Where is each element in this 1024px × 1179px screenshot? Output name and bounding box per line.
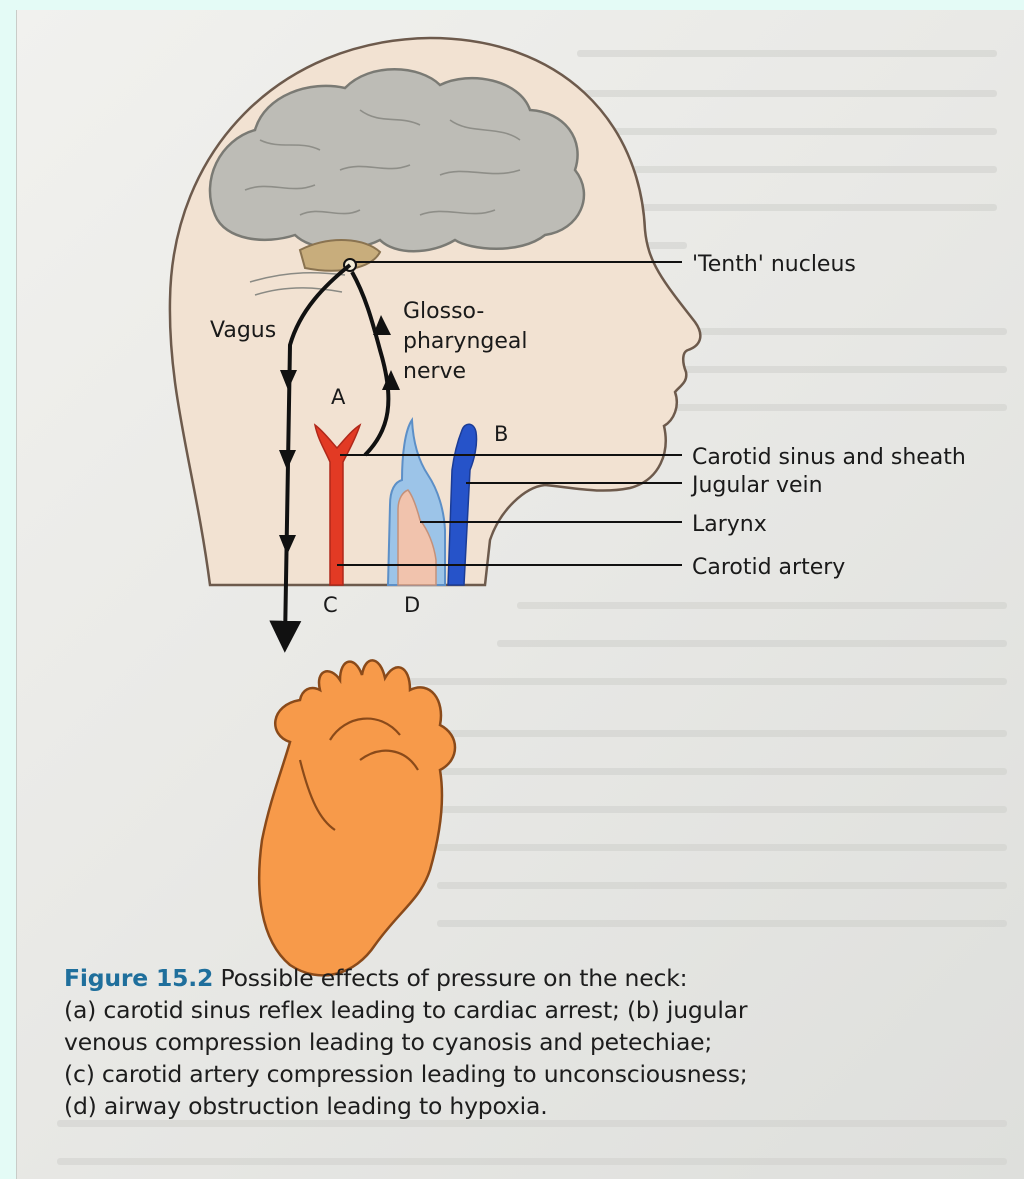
label-letter-a: A: [331, 385, 346, 409]
caption-line-1: Figure 15.2 Possible effects of pressure…: [64, 962, 1014, 994]
label-jugular-vein: Jugular vein: [690, 473, 823, 498]
label-letter-c: C: [323, 593, 338, 617]
label-glosso-line2: pharyngeal: [403, 329, 528, 354]
label-vagus: Vagus: [210, 318, 276, 343]
label-letter-d: D: [404, 593, 420, 617]
label-tenth-nucleus: 'Tenth' nucleus: [692, 252, 856, 277]
label-letter-b: B: [494, 422, 508, 446]
caption-line-3: venous compression leading to cyanosis a…: [64, 1026, 1014, 1058]
figure-caption: Figure 15.2 Possible effects of pressure…: [64, 962, 1014, 1122]
caption-intro: Possible effects of pressure on the neck…: [220, 964, 687, 992]
label-carotid-sinus: Carotid sinus and sheath: [692, 445, 966, 470]
figure-number: Figure 15.2: [64, 964, 213, 992]
label-carotid-artery: Carotid artery: [692, 555, 845, 580]
label-glosso-line1: Glosso-: [403, 299, 484, 324]
caption-line-2: (a) carotid sinus reflex leading to card…: [64, 994, 1014, 1026]
heart: [259, 660, 455, 975]
label-glosso-line3: nerve: [403, 359, 466, 384]
label-larynx: Larynx: [692, 512, 767, 537]
caption-line-4: (c) carotid artery compression leading t…: [64, 1058, 1014, 1090]
caption-line-5: (d) airway obstruction leading to hypoxi…: [64, 1090, 1014, 1122]
